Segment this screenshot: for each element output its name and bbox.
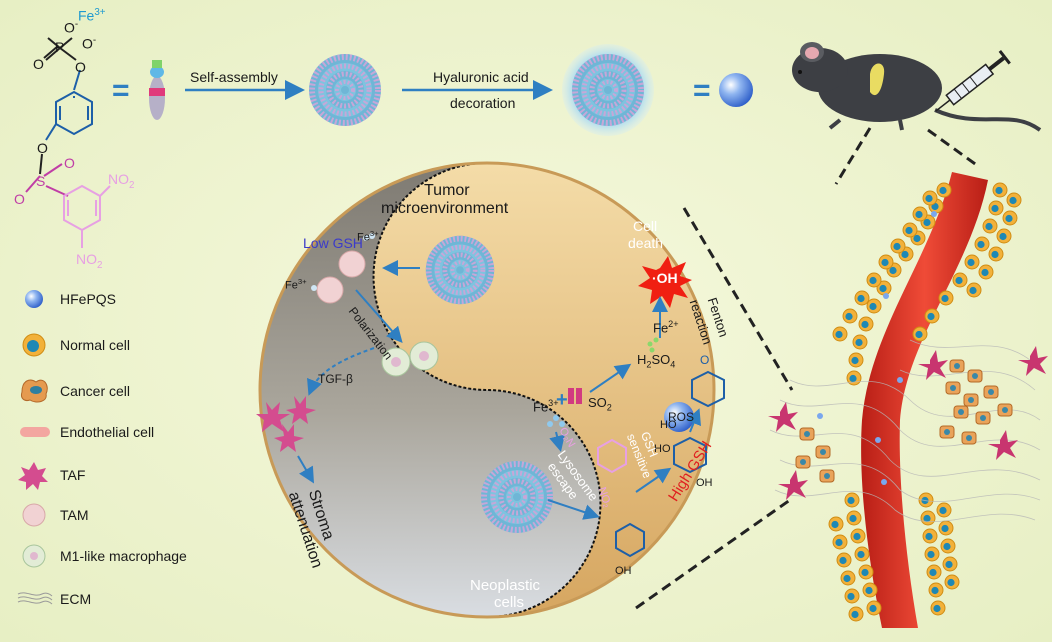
fe3-label-a: Fe3+ <box>357 229 379 244</box>
cancer-cell-icon <box>21 379 48 403</box>
ros-label: ROS <box>668 410 695 424</box>
syringe-icon <box>935 49 1011 112</box>
normal-cell-icon <box>22 333 46 357</box>
hyaluronic-label-1: Hyaluronic acid <box>433 69 529 85</box>
legend-label-m1-macrophage: M1-like macrophage <box>60 548 187 564</box>
plus-sign: + <box>556 389 568 411</box>
tam-icon <box>22 503 46 527</box>
fe3-label-b: Fe3+ <box>285 277 307 292</box>
endothelial-cell-icon <box>20 427 50 437</box>
legend-label-normal-cell: Normal cell <box>60 337 131 353</box>
molecule-structure <box>25 37 111 248</box>
legend-label-taf: TAF <box>60 467 86 483</box>
mol-o-ester: O <box>75 59 86 75</box>
tumor-title-1: Tumor <box>424 182 470 199</box>
equals-sign-1: = <box>112 74 130 107</box>
mouse-icon <box>792 42 1042 132</box>
tam-cell-icon <box>311 233 375 304</box>
tgf-beta-label: TGF-β <box>318 372 353 386</box>
hfepqs-nanoparticle-icon <box>719 73 753 107</box>
neoplastic-label-1: Neoplastic <box>470 577 541 594</box>
mol-s: S <box>36 173 46 189</box>
h2so4-label: H2SO4 <box>637 352 676 370</box>
legend-label-tam: TAM <box>60 507 89 523</box>
legend-icons <box>17 290 53 605</box>
neoplastic-label-2: cells <box>494 594 525 611</box>
equals-sign-2: = <box>693 74 711 107</box>
o-ketone-label: O <box>700 353 710 367</box>
amphiphile-molecule-icon <box>149 60 165 120</box>
m1-macrophage-icon <box>22 544 46 568</box>
blood-vessel-illustration <box>768 172 1048 628</box>
mol-no2-top: NO2 <box>108 171 135 191</box>
mol-so-o1: O <box>64 155 75 171</box>
tumor-title-2: microenvironment <box>381 200 509 217</box>
mol-p: P <box>55 39 65 55</box>
self-assembly-label: Self-assembly <box>190 69 278 85</box>
mol-o-minus-2: O- <box>82 35 97 52</box>
legend-label-ecm: ECM <box>60 591 92 607</box>
ho-label-1: HO <box>660 419 677 431</box>
so2-label: SO2 <box>588 395 612 413</box>
legend-label-cancer-cell: Cancer cell <box>60 383 131 399</box>
taf-cluster-icon <box>256 396 316 452</box>
mol-o-double: O <box>33 56 44 72</box>
taf-icon <box>18 462 48 490</box>
m1-macrophage-cell-icon <box>381 341 439 377</box>
oh-label-1: OH <box>696 477 713 489</box>
fe2-label: Fe2+ <box>653 319 679 336</box>
legend-label-hfepqs: HFePQS <box>60 291 117 307</box>
ho-label-2: HO <box>654 443 671 455</box>
ecm-icon <box>17 592 53 605</box>
oh-radical-label: ·OH <box>652 270 678 286</box>
nanoparticle-icon <box>25 290 43 308</box>
mol-o-minus-1: O- <box>64 19 79 36</box>
low-gsh-label: Low GSH <box>303 235 363 251</box>
cell-death-label-1: Cell <box>633 218 658 234</box>
mol-fe3: Fe3+ <box>78 7 106 24</box>
mol-so-o2: O <box>14 191 25 207</box>
cell-death-label-2: death <box>628 235 664 251</box>
fe3-yang-label: Fe3+ <box>533 398 559 415</box>
mol-no2-bottom: NO2 <box>76 251 103 271</box>
oh-radical-star <box>638 256 692 308</box>
mol-o-link: O <box>37 140 48 156</box>
legend-label-endothelial-cell: Endothelial cell <box>60 424 155 440</box>
hyaluronic-label-2: decoration <box>450 95 516 111</box>
so2-icon <box>568 388 574 404</box>
oh-label-2: OH <box>615 565 632 577</box>
